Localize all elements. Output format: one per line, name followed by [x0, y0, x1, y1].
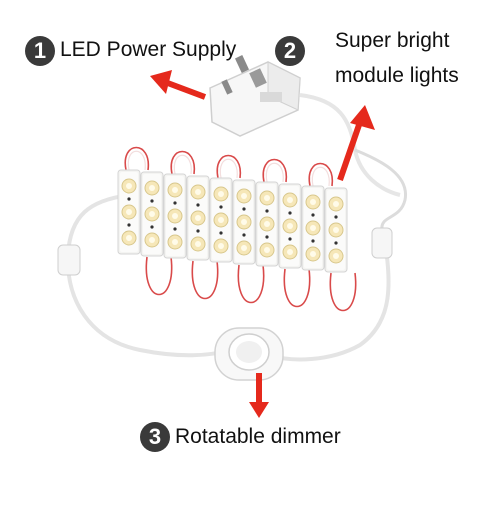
callout-2-label-line2: module lights [335, 64, 459, 87]
wire-loop-top [265, 162, 284, 183]
callout-1-label: LED Power Supply [60, 38, 237, 61]
led-module [301, 185, 325, 271]
module-wires-top [124, 146, 333, 187]
led-module [324, 187, 348, 273]
led-module [209, 177, 233, 263]
wire-loop-top [219, 158, 238, 179]
wire-loop-top [311, 166, 330, 187]
callout-1-badge: 1 [25, 36, 55, 66]
wire-loop-top [170, 150, 195, 175]
arrow-dimmer [249, 373, 269, 418]
callout-2-label-line1: Super bright [335, 29, 450, 52]
arrow-module-lights [337, 105, 375, 181]
rotary-dimmer-icon [214, 327, 284, 381]
right-connector [371, 227, 393, 259]
wire-loop-bottom [329, 272, 357, 312]
wire-loop-bottom [145, 256, 173, 296]
wire-loop-bottom [283, 268, 311, 308]
callout-2-badge: 2 [275, 36, 305, 66]
left-cable [65, 193, 231, 358]
callout-3-label: Rotatable dimmer [175, 425, 341, 448]
wire-loop-top [262, 158, 287, 183]
callout-3-badge: 3 [140, 422, 170, 452]
wire-loop-bottom [237, 264, 265, 304]
led-module [232, 179, 256, 265]
wire-loop-top [173, 154, 192, 175]
right-cable [269, 239, 391, 362]
led-module [140, 171, 164, 257]
led-module [278, 183, 302, 269]
wire-loop-top [124, 146, 149, 171]
module-wires-bottom [145, 256, 357, 312]
wire-loop-top [308, 162, 333, 187]
power-adapter-icon [209, 55, 301, 137]
wire-loop-top [216, 154, 241, 179]
led-modules [117, 169, 348, 273]
main-cable [299, 93, 401, 197]
left-connector [57, 244, 81, 276]
led-module [186, 175, 210, 261]
led-module [255, 181, 279, 267]
arrow-power-supply [150, 70, 207, 100]
wire-loop-top [127, 150, 146, 171]
wire-loop-bottom [191, 260, 219, 300]
coiled-cable [354, 148, 407, 231]
led-module [117, 169, 141, 255]
led-module [163, 173, 187, 259]
